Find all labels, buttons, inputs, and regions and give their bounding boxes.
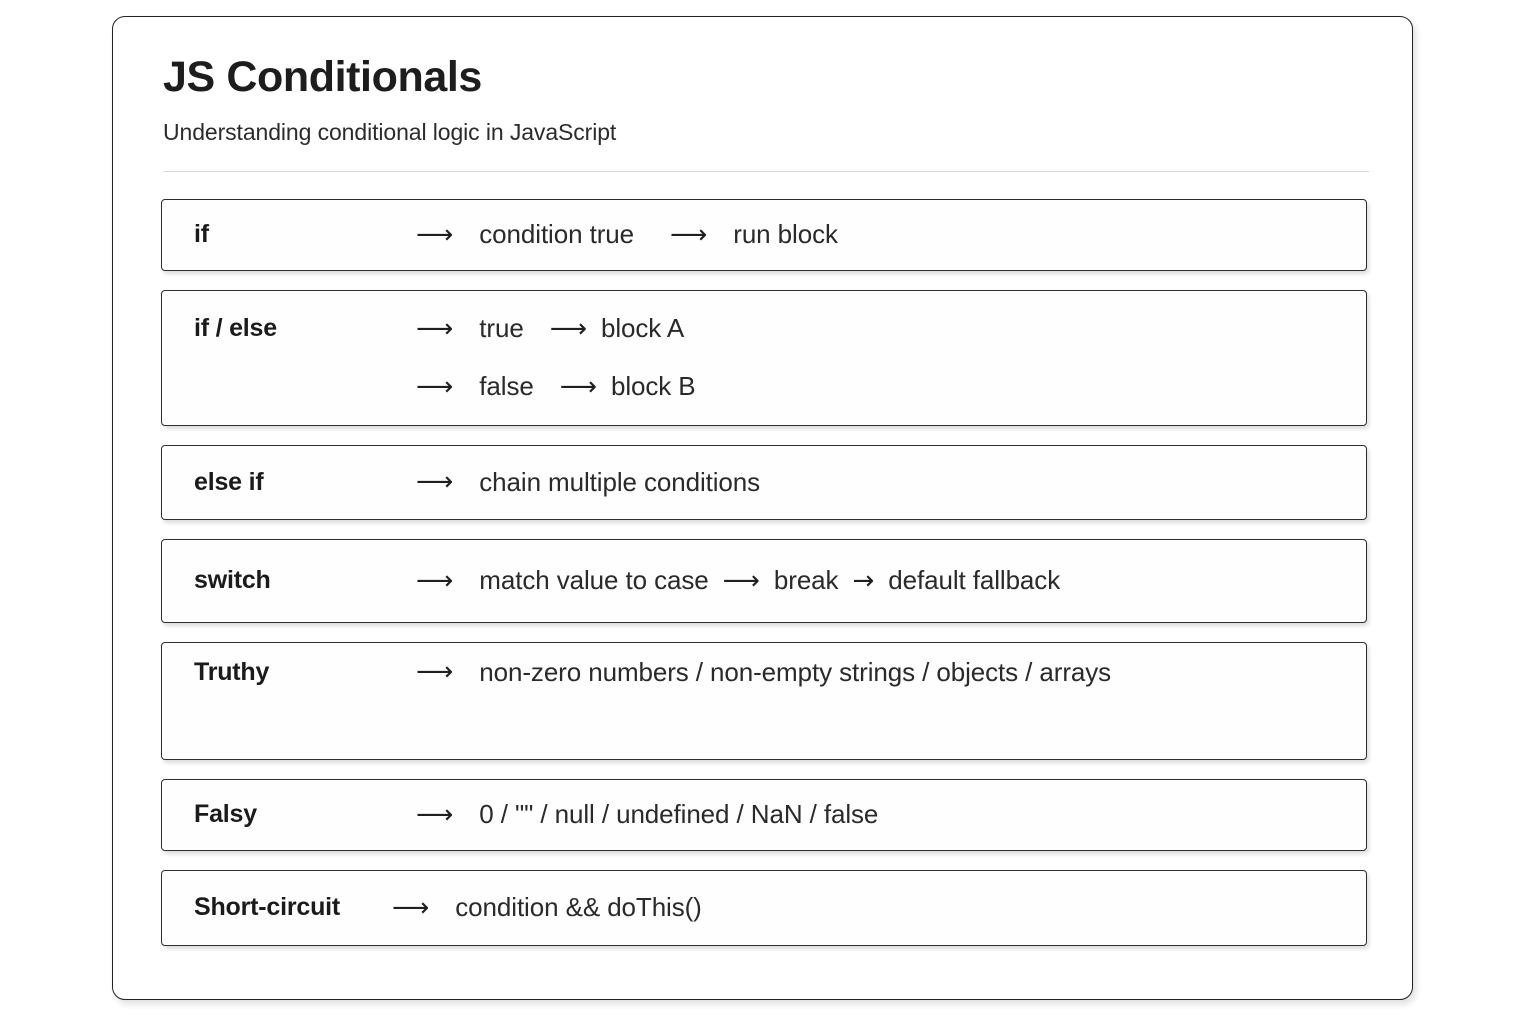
row-else-if: else if ⟶ chain multiple conditions: [161, 444, 1367, 520]
arrow-right-icon: ⟶: [722, 565, 760, 596]
row-label: if / else: [194, 314, 277, 343]
header-divider: [163, 170, 1369, 172]
arrow-right-icon: ⟶: [416, 219, 454, 250]
row-truthy: Truthy ⟶ non-zero numbers / non-empty st…: [161, 641, 1367, 760]
row-if-else: if / else ⟶ true ⟶ block A ⟶ false: [161, 289, 1367, 426]
conditionals-card: JS Conditionals Understanding conditiona…: [112, 16, 1413, 1000]
arrow-right-icon: ⟶: [416, 371, 454, 402]
row-line: Truthy ⟶ non-zero numbers / non-empty st…: [194, 657, 1366, 688]
row-short-circuit: Short-circuit ⟶ condition && doThis(): [161, 869, 1367, 946]
arrow-right-icon: ⟶: [392, 892, 430, 923]
row-line: Falsy ⟶ 0 / "" / null / undefined / NaN …: [194, 799, 1366, 830]
row-line: else if ⟶ chain multiple conditions: [194, 467, 1366, 498]
arrow-right-icon: →: [852, 565, 875, 596]
row-label: Truthy: [194, 657, 270, 686]
row-text: block A: [600, 313, 685, 344]
row-text: non-zero numbers / non-empty strings / o…: [479, 656, 1112, 687]
row-text: chain multiple conditions: [479, 466, 761, 497]
row-falsy: Falsy ⟶ 0 / "" / null / undefined / NaN …: [161, 778, 1367, 851]
row-switch: switch ⟶ match value to case ⟶ break → d…: [161, 538, 1367, 623]
row-line: if ⟶ condition true ⟶ run block: [194, 219, 1366, 250]
conditional-rows-list: if ⟶ condition true ⟶ run block if / els…: [161, 198, 1367, 946]
arrow-right-icon: ⟶: [416, 657, 454, 688]
row-line: if / else ⟶ true ⟶ block A: [194, 313, 1366, 344]
row-text: match value to case: [479, 565, 709, 596]
card-content: JS Conditionals Understanding conditiona…: [161, 53, 1369, 961]
row-label: if: [194, 220, 209, 249]
row-if: if ⟶ condition true ⟶ run block: [161, 198, 1367, 271]
row-text: condition && doThis(): [455, 892, 702, 923]
arrow-right-icon: ⟶: [416, 467, 454, 498]
arrow-right-icon: ⟶: [669, 219, 708, 250]
row-text: run block: [733, 219, 838, 250]
row-label: else if: [194, 467, 264, 496]
row-text: break: [773, 565, 839, 596]
arrow-right-icon: ⟶: [416, 565, 454, 596]
row-text: true: [479, 313, 524, 344]
arrow-right-icon: ⟶: [416, 799, 454, 830]
arrow-right-icon: ⟶: [559, 371, 597, 402]
row-label: Falsy: [194, 800, 257, 829]
row-line: Short-circuit ⟶ condition && doThis(): [194, 892, 1366, 923]
row-text: false: [479, 371, 534, 402]
arrow-right-icon: ⟶: [416, 313, 454, 344]
row-text: 0 / "" / null / undefined / NaN / false: [479, 799, 879, 830]
arrow-right-icon: ⟶: [549, 313, 587, 344]
row-text: block B: [610, 371, 696, 402]
row-text: condition true: [479, 219, 634, 250]
page-title: JS Conditionals: [163, 53, 482, 101]
row-text: default fallback: [888, 565, 1061, 596]
page-subtitle: Understanding conditional logic in JavaS…: [163, 118, 617, 145]
row-line: ⟶ false ⟶ block B: [194, 371, 1366, 402]
row-label: switch: [194, 566, 271, 595]
row-label: Short-circuit: [194, 893, 341, 922]
row-line: switch ⟶ match value to case ⟶ break → d…: [194, 565, 1366, 596]
